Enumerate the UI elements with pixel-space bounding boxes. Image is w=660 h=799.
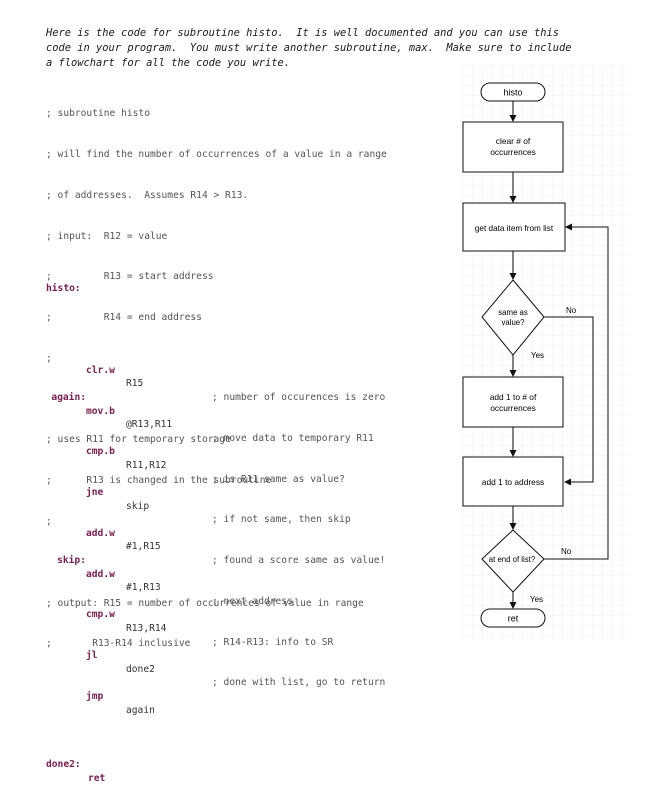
comment-line: ; of addresses. Assumes R14 > R13. <box>46 189 249 201</box>
comment-line: ; R14 = end address <box>46 312 202 324</box>
yes-label: Yes <box>531 351 544 360</box>
yes-label: Yes <box>530 595 543 604</box>
code-line: jne skip ; if not same, then skip <box>46 459 351 525</box>
code-operands: done2 <box>126 663 155 675</box>
code-operands: R13,R14 <box>126 623 167 635</box>
code-operands: skip <box>126 500 150 512</box>
comment-line: ; input: R12 = value <box>46 230 168 242</box>
code-comment: ; number of occurences is zero <box>212 391 386 403</box>
comment-line: ; R13-R14 inclusive <box>46 638 191 650</box>
code-mnemonic: cmp.w <box>86 609 115 621</box>
flow-connectors <box>509 101 609 609</box>
add-count-box: add 1 to # of occurrences <box>462 376 564 428</box>
code-mnemonic: clr.w <box>86 364 115 376</box>
header-comments: ; subroutine histo ; will find the numbe… <box>46 80 387 665</box>
code-operands: R11,R12 <box>126 459 167 471</box>
code-line: jl done2 ; done with list, go to return <box>46 622 385 688</box>
intro-line: Here is the code for subroutine histo. I… <box>46 27 559 39</box>
code-line: add.w #1,R15 ; found a score same as val… <box>46 500 385 566</box>
flowchart: histo clear # of occurrences get data it… <box>462 65 628 640</box>
code-comment: ; move data to temporary R11 <box>212 432 374 444</box>
end-terminal: ret <box>480 608 546 628</box>
same-value-decision: same as value? <box>481 279 545 356</box>
code-line: again: mov.b @R13,R11 ; move data to tem… <box>46 377 373 444</box>
code-mnemonic: mov.b <box>86 405 115 417</box>
code-label: again: <box>51 391 86 403</box>
clear-count-box: clear # of occurrences <box>462 121 564 173</box>
add-count-label-1: add 1 to # of <box>490 392 537 402</box>
start-label: histo <box>503 88 522 98</box>
code-mnemonic: ret <box>88 772 106 784</box>
code-comment: ; is R11 same as value? <box>212 473 345 485</box>
code-operands: #1,R15 <box>126 541 161 553</box>
code-mnemonic: add.w <box>86 527 115 539</box>
code-operands: R15 <box>126 378 144 390</box>
intro-paragraph: Here is the code for subroutine histo. I… <box>46 26 606 71</box>
no-label: No <box>566 306 577 315</box>
end-label: ret <box>508 614 519 624</box>
code-line: clr.w R15 ; number of occurences is zero <box>46 337 385 403</box>
code-operands: @R13,R11 <box>126 419 173 431</box>
add-address-box: add 1 to address <box>462 456 564 507</box>
code-line: skip: add.w #1,R13 ; next address <box>46 540 293 607</box>
code-comment: ; done with list, go to return <box>212 677 386 689</box>
code-line: jmp again <box>46 663 155 716</box>
code-comment: ; R14-R13: info to SR <box>212 636 334 648</box>
same-label-2: value? <box>502 318 526 327</box>
comment-line: ; will find the number of occurrences of… <box>46 148 387 160</box>
code-mnemonic: jne <box>86 487 104 499</box>
same-label-1: same as <box>498 308 528 317</box>
code-mnemonic: jmp <box>86 691 104 702</box>
code-comment: ; if not same, then skip <box>212 514 351 526</box>
add-count-label-2: occurrences <box>490 403 536 413</box>
intro-line: code in your program. You must write ano… <box>46 42 572 54</box>
comment-line: ; R13 is changed in the subroutine <box>46 475 272 487</box>
comment-line: ; output: R15 = number of occurrences of… <box>46 597 364 609</box>
no-label: No <box>561 547 572 556</box>
start-terminal: histo <box>480 82 546 102</box>
comment-line: ; subroutine histo <box>46 108 150 120</box>
label-histo: histo: <box>46 283 81 295</box>
get-data-label: get data item from list <box>475 224 554 233</box>
intro-line: a flowchart for all the code you write. <box>46 57 290 69</box>
code-mnemonic: cmp.b <box>86 446 115 458</box>
clear-label-2: occurrences <box>490 147 536 157</box>
comment-line: ; R13 = start address <box>46 271 214 283</box>
code-line-done: done2: ret <box>46 744 105 784</box>
code-mnemonic: add.w <box>86 568 115 580</box>
comment-line: ; <box>46 352 52 364</box>
code-comment: ; found a score same as value! <box>212 555 386 567</box>
code-listing: histo: clr.w R15 ; number of occurences … <box>46 255 385 784</box>
code-operands: #1,R13 <box>126 582 161 594</box>
comment-line: ; uses R11 for temporary storage <box>46 434 231 446</box>
code-operands: again <box>126 704 155 716</box>
code-label: skip: <box>57 555 86 567</box>
comment-line: ; <box>46 516 52 527</box>
code-mnemonic: jl <box>86 650 98 662</box>
get-data-box: get data item from list <box>462 202 566 252</box>
label-done2: done2: <box>46 758 81 770</box>
code-line: cmp.b R11,R12 ; is R11 same as value? <box>46 418 345 484</box>
end-question-label: at end of list? <box>489 555 536 564</box>
clear-label-1: clear # of <box>496 136 531 146</box>
code-comment: ; next address <box>212 595 293 607</box>
end-of-list-decision: at end of list? <box>481 529 545 593</box>
add-address-label: add 1 to address <box>482 477 544 487</box>
code-line: cmp.w R13,R14 ; R14-R13: info to SR <box>46 581 333 647</box>
